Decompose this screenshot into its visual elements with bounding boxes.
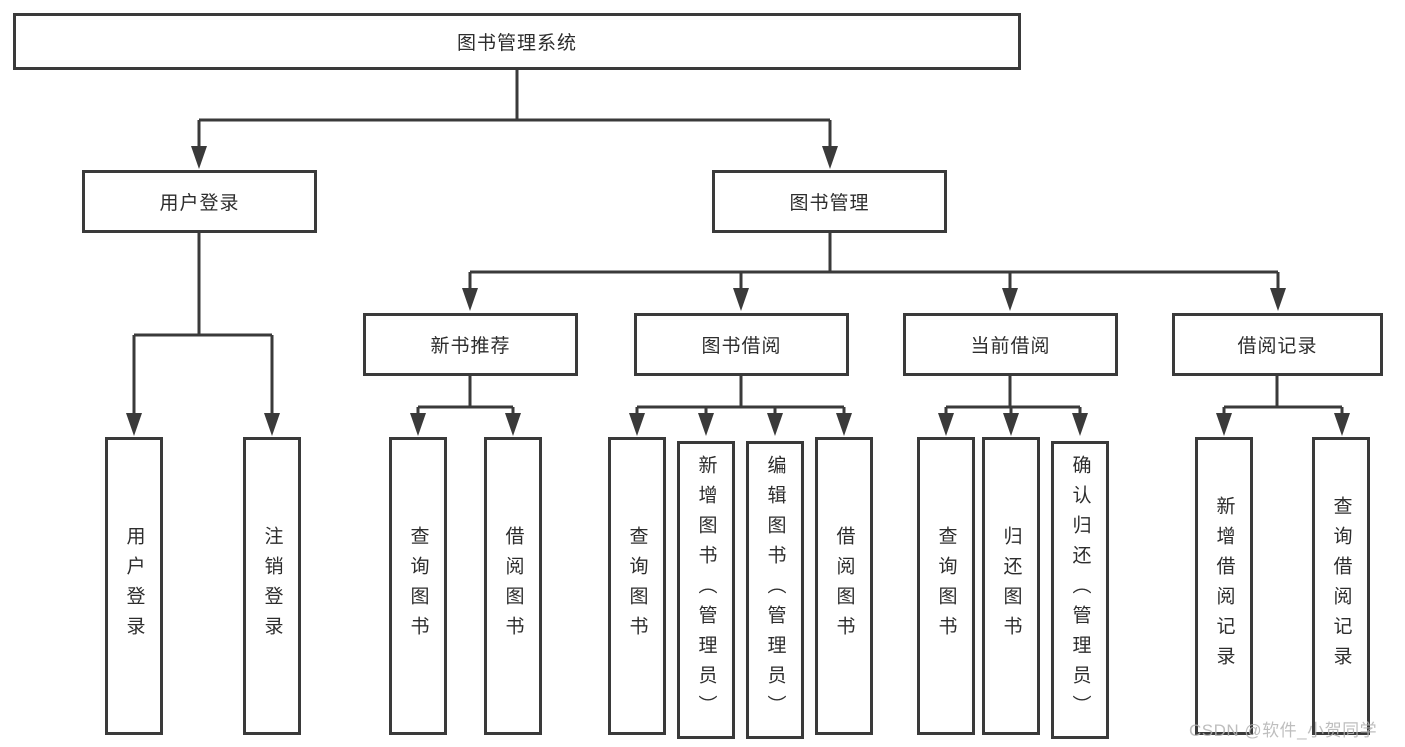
leaf-query-borrow-record: 查询借阅记录 <box>1312 437 1370 735</box>
connector-new-book-branch <box>410 376 521 436</box>
leaf-query-books-recommend: 查询图书 <box>389 437 447 735</box>
node-label: 当前借阅 <box>970 336 1051 357</box>
node-label: 新增图书（管理员） <box>695 455 717 725</box>
node-book-management: 图书管理 <box>712 170 947 233</box>
node-library-management-system: 图书管理系统 <box>13 13 1021 70</box>
connector-borrow-records-branch <box>1216 376 1350 436</box>
connector-book-management-branch <box>462 233 1286 311</box>
connector-user-login-branch <box>126 233 280 436</box>
node-label: 查询借阅记录 <box>1330 496 1352 676</box>
watermark: CSDN @软件_小贺同学 <box>1189 721 1378 740</box>
leaf-logout: 注销登录 <box>243 437 301 735</box>
node-label: 新增借阅记录 <box>1213 496 1235 676</box>
node-label: 查询图书 <box>407 526 429 646</box>
connector-current-borrow-branch <box>938 376 1088 436</box>
leaf-add-borrow-record: 新增借阅记录 <box>1195 437 1253 735</box>
leaf-edit-book-admin: 编辑图书（管理员） <box>746 441 804 739</box>
node-borrowing-records: 借阅记录 <box>1172 313 1383 376</box>
node-label: 图书管理系统 <box>456 33 577 54</box>
node-current-borrowing: 当前借阅 <box>903 313 1118 376</box>
leaf-user-login: 用户登录 <box>105 437 163 735</box>
leaf-borrow-books: 借阅图书 <box>815 437 873 735</box>
node-label: 用户登录 <box>123 526 145 646</box>
node-label: 注销登录 <box>261 526 283 646</box>
node-label: 图书管理 <box>789 193 870 214</box>
node-label: 借阅记录 <box>1237 336 1318 357</box>
node-label: 借阅图书 <box>833 526 855 646</box>
leaf-query-books-borrow: 查询图书 <box>608 437 666 735</box>
node-book-borrowing: 图书借阅 <box>634 313 849 376</box>
node-label: 查询图书 <box>935 526 957 646</box>
node-new-book-recommendation: 新书推荐 <box>363 313 578 376</box>
node-user-login: 用户登录 <box>82 170 317 233</box>
node-label: 确认归还（管理员） <box>1069 455 1091 725</box>
leaf-borrow-books-recommend: 借阅图书 <box>484 437 542 735</box>
connector-root-to-level1 <box>191 70 838 169</box>
leaf-return-book: 归还图书 <box>982 437 1040 735</box>
connector-book-borrow-branch <box>629 376 852 436</box>
node-label: 归还图书 <box>1000 526 1022 646</box>
node-label: 借阅图书 <box>502 526 524 646</box>
node-label: 新书推荐 <box>430 336 511 357</box>
node-label: 图书借阅 <box>701 336 782 357</box>
node-label: 用户登录 <box>159 193 240 214</box>
node-label: 编辑图书（管理员） <box>764 455 786 725</box>
leaf-query-books-current: 查询图书 <box>917 437 975 735</box>
node-label: 查询图书 <box>626 526 648 646</box>
leaf-add-book-admin: 新增图书（管理员） <box>677 441 735 739</box>
leaf-confirm-return-admin: 确认归还（管理员） <box>1051 441 1109 739</box>
